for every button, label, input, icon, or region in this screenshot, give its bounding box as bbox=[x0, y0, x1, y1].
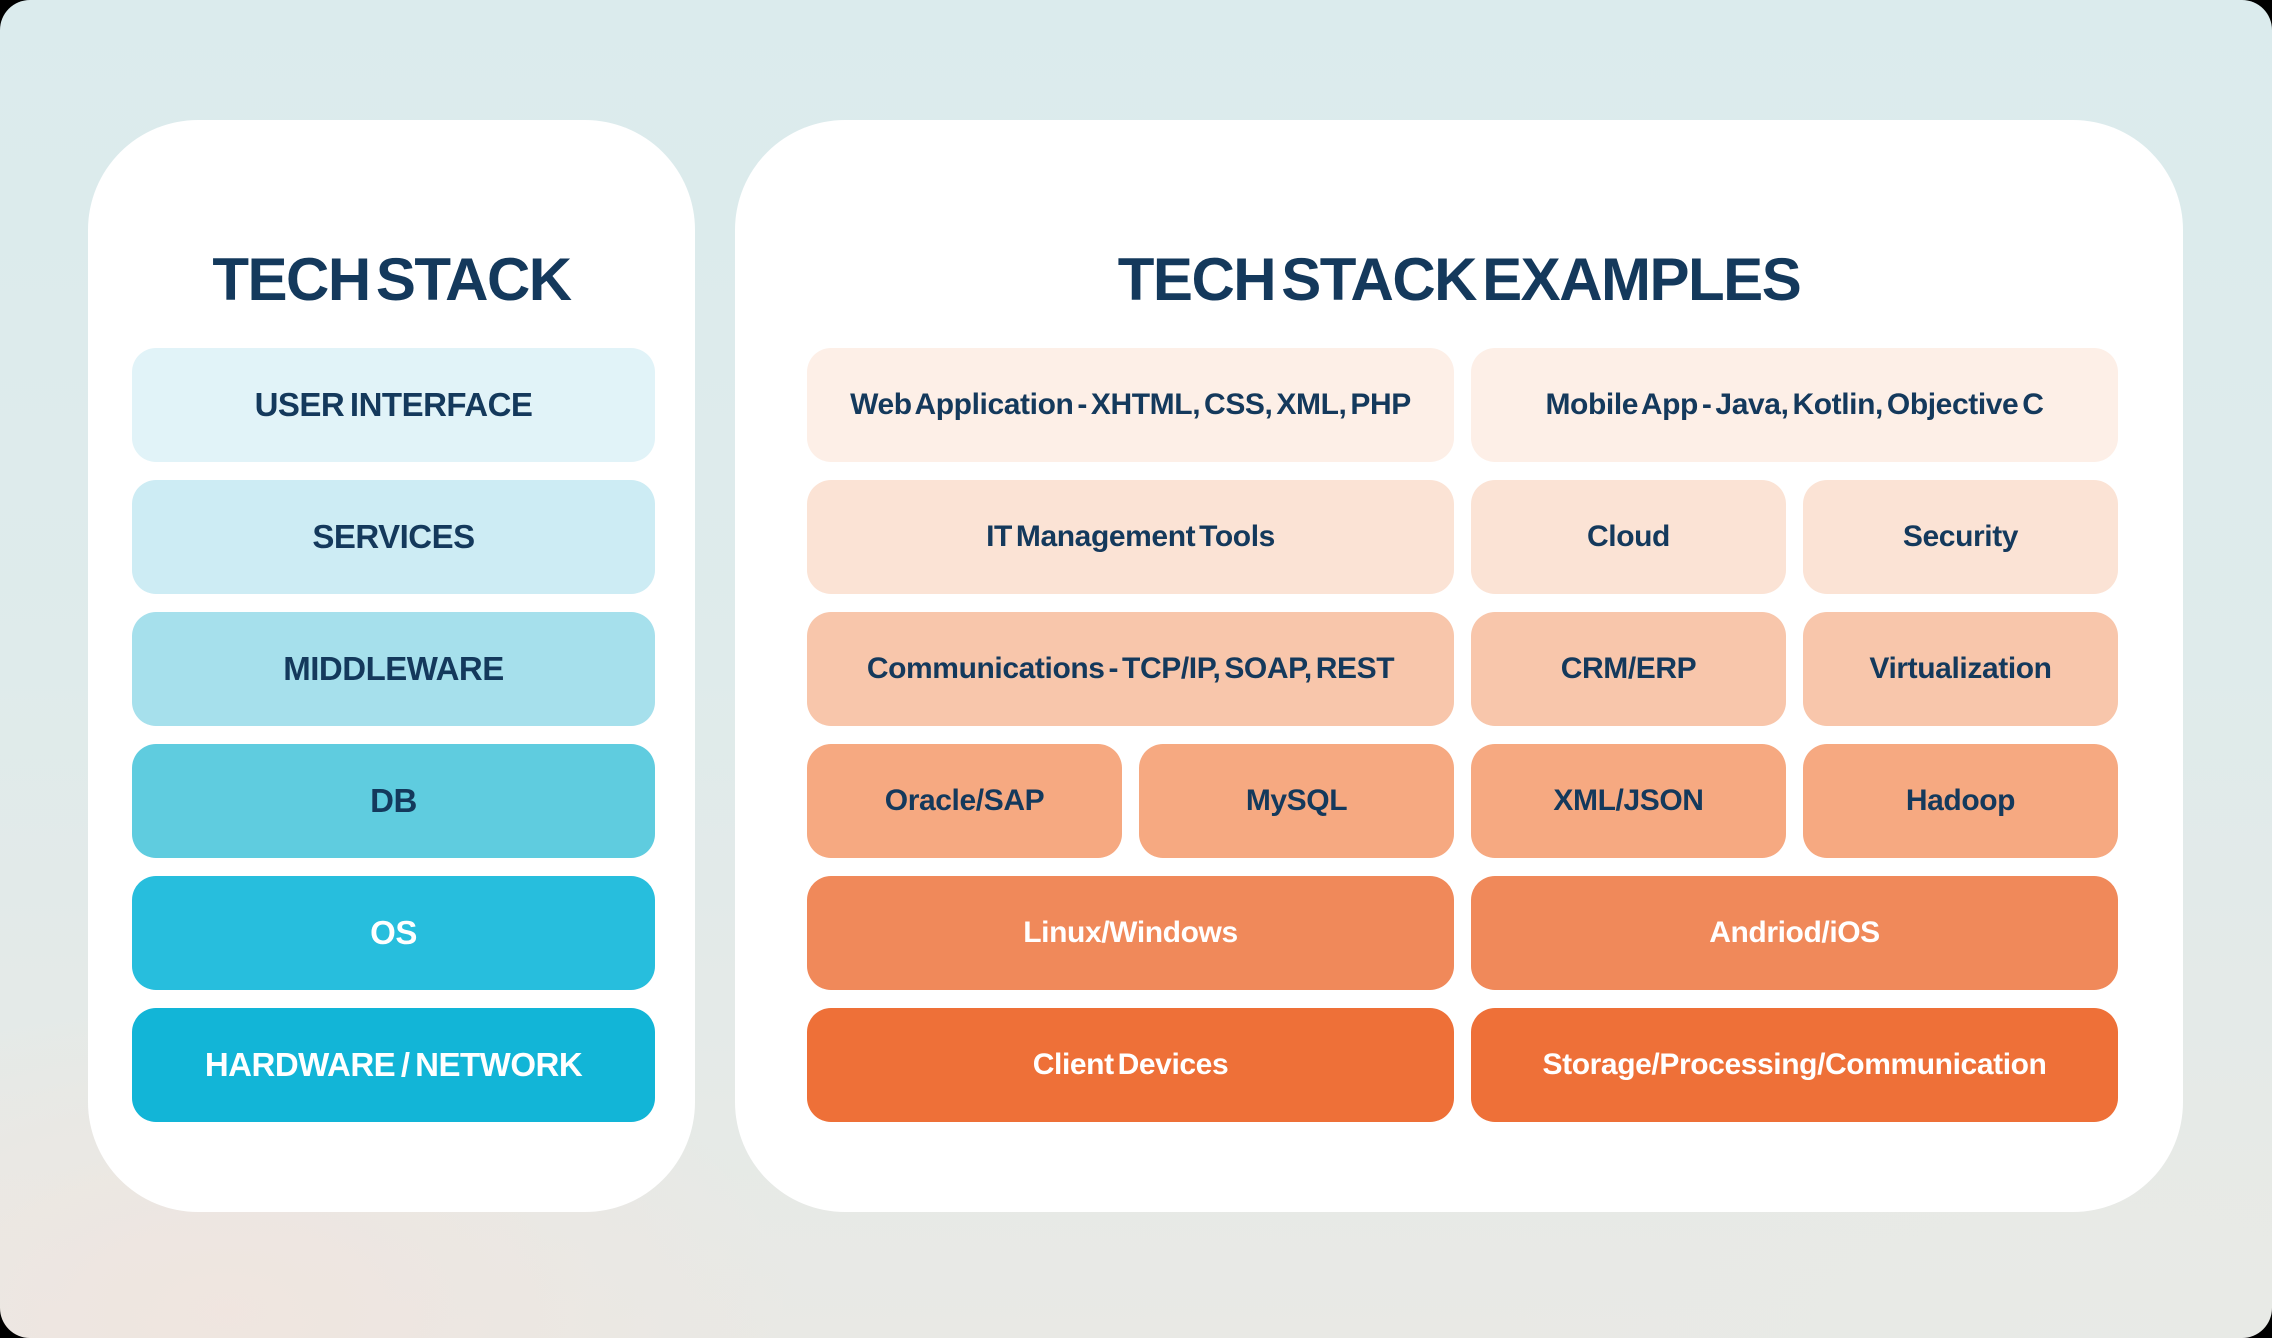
example-box-security: Security bbox=[1803, 480, 2118, 594]
stack-layer-db: DB bbox=[132, 744, 655, 858]
stack-layer-hardware-network: HARDWARE / NETWORK bbox=[132, 1008, 655, 1122]
stack-layer-user-interface: USER INTERFACE bbox=[132, 348, 655, 462]
example-box-cloud: Cloud bbox=[1471, 480, 1786, 594]
example-box-andriod-ios: Andriod/iOS bbox=[1471, 876, 2118, 990]
example-box-storage-processing-communication: Storage/Processing/Communication bbox=[1471, 1008, 2118, 1122]
example-box-client-devices: Client Devices bbox=[807, 1008, 1454, 1122]
tech-stack-title: TECH STACK bbox=[212, 246, 572, 313]
example-box-communications-tcp-ip-soap-rest: Communications - TCP/IP, SOAP, REST bbox=[807, 612, 1454, 726]
example-box-xml-json: XML/JSON bbox=[1471, 744, 1786, 858]
tech-stack-panel: TECH STACK USER INTERFACE SERVICES MIDDLEW… bbox=[88, 120, 695, 1212]
example-box-mobile-app-java-kotlin-objective-c: Mobile App - Java, Kotlin, Objective C bbox=[1471, 348, 2118, 462]
example-box-oracle-sap: Oracle/SAP bbox=[807, 744, 1122, 858]
example-box-virtualization: Virtualization bbox=[1803, 612, 2118, 726]
example-box-crm-erp: CRM/ERP bbox=[1471, 612, 1786, 726]
example-box-it-management-tools: IT Management Tools bbox=[807, 480, 1454, 594]
example-box-hadoop: Hadoop bbox=[1803, 744, 2118, 858]
example-box-mysql: MySQL bbox=[1139, 744, 1454, 858]
tech-stack-examples-title: TECH STACK EXAMPLES bbox=[1117, 246, 1802, 313]
example-box-linux-windows: Linux/Windows bbox=[807, 876, 1454, 990]
stack-layer-os: OS bbox=[132, 876, 655, 990]
tech-stack-layers: USER INTERFACE SERVICES MIDDLEWARE DB OS HARD… bbox=[132, 348, 655, 1140]
stack-layer-services: SERVICES bbox=[132, 480, 655, 594]
example-box-web-application-xhtml-css-xml-php: Web Application - XHTML, CSS, XML, PHP bbox=[807, 348, 1454, 462]
tech-stack-examples-panel: TECH STACK EXAMPLES Web Application - XH… bbox=[735, 120, 2183, 1212]
stack-layer-middleware: MIDDLEWARE bbox=[132, 612, 655, 726]
